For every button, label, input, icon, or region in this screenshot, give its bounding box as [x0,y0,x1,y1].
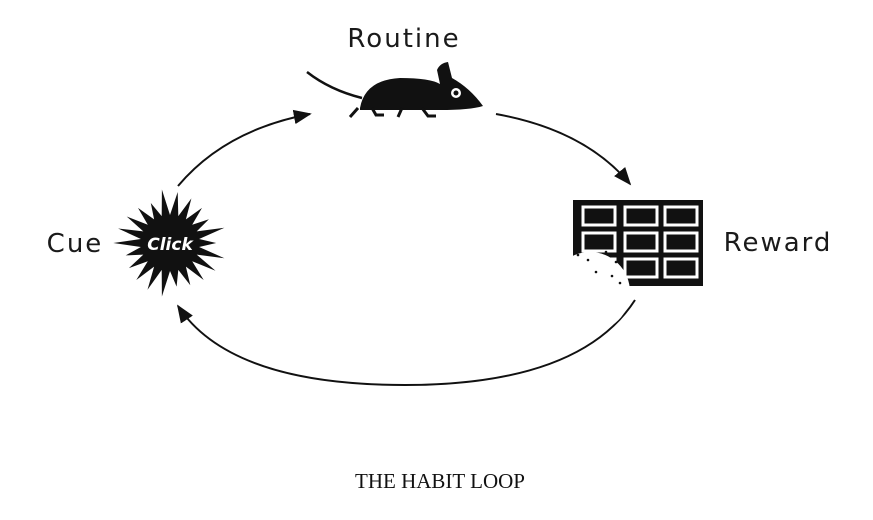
arrow-cue-to-routine [177,109,312,187]
chocolate-piece [581,205,617,227]
crumb [610,274,614,278]
crumb [618,281,622,285]
crumb [594,270,598,274]
arrow-routine-to-reward [495,113,632,186]
crumb [576,253,580,257]
bite-mark [550,252,630,332]
click-text: Click [147,235,194,255]
routine-label: Routine [347,24,460,54]
chocolate-piece [581,231,617,253]
diagram-caption: THE HABIT LOOP [355,469,525,493]
chocolate-piece [623,231,659,253]
crumb [604,250,608,254]
chocolate-bar-icon [550,200,703,332]
crumb [586,258,590,262]
chocolate-piece [663,231,699,253]
mouse-icon [306,62,483,118]
chocolate-piece [623,205,659,227]
cue-label: Cue [47,229,104,259]
chocolate-piece [663,205,699,227]
arrow-reward-to-cue [177,299,636,387]
chocolate-piece [663,257,699,279]
reward-label: Reward [724,228,833,258]
chocolate-piece [623,257,659,279]
starburst-icon: Click [113,189,225,297]
crumb [614,260,618,264]
